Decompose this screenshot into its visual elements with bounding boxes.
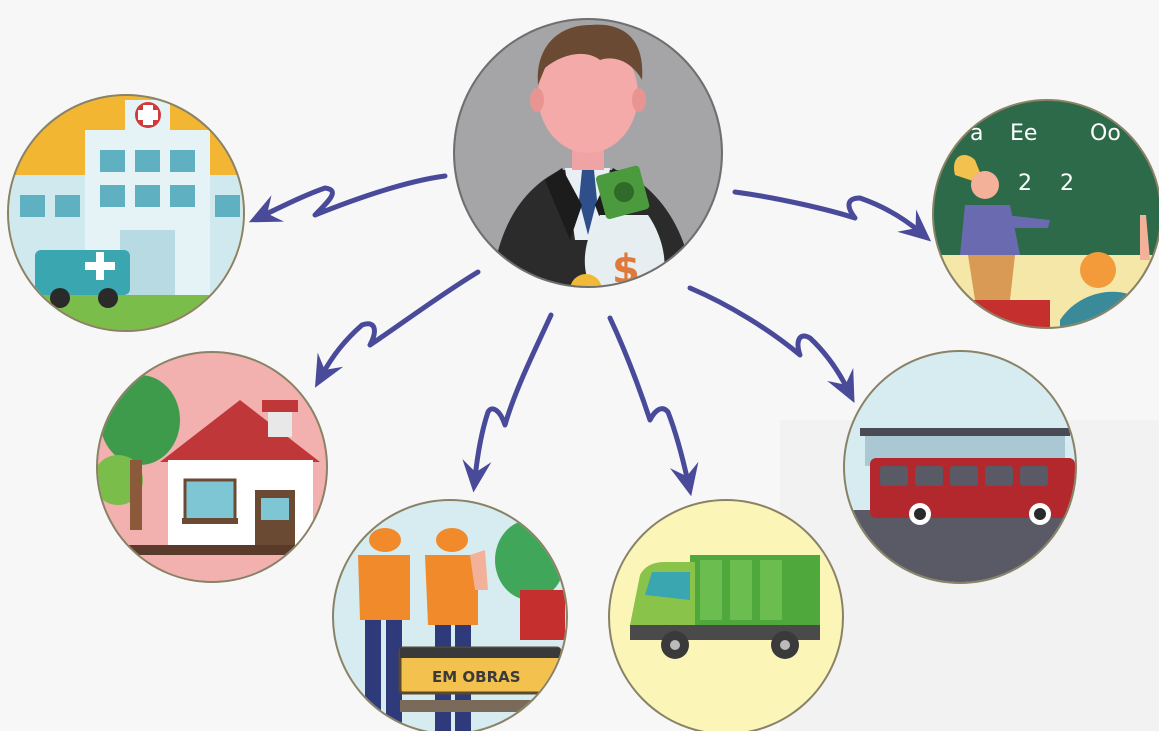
arrow-to-school (732, 189, 932, 242)
garbage-truck-icon (610, 501, 842, 731)
arrow-to-works (462, 312, 554, 493)
public-transport-node (843, 350, 1077, 584)
arrow-to-hospital (248, 173, 448, 223)
board-text-2a: 2 (1018, 171, 1032, 196)
arrow-to-housing (314, 269, 481, 388)
board-text-oo: Oo (1090, 121, 1121, 146)
school-node: a Ee Oo 2 2 (932, 99, 1159, 329)
board-text-ee: Ee (1010, 121, 1037, 146)
hospital-icon (9, 96, 243, 330)
arrow-to-bus (687, 285, 855, 404)
arrows (248, 173, 932, 497)
public-works-node: EM OBRAS (332, 499, 568, 731)
housing-node (96, 351, 328, 583)
bus-icon (845, 352, 1075, 582)
em-obras-sign: EM OBRAS (432, 668, 521, 686)
arrow-to-truck (607, 315, 699, 497)
waste-collection-node (608, 499, 844, 731)
hospital-node (7, 94, 245, 332)
construction-workers-icon: EM OBRAS (334, 501, 566, 731)
dollar-sign: $ (612, 247, 640, 293)
board-text-2b: 2 (1060, 171, 1074, 196)
house-icon (98, 353, 326, 581)
businessman-node: $ (453, 18, 723, 293)
